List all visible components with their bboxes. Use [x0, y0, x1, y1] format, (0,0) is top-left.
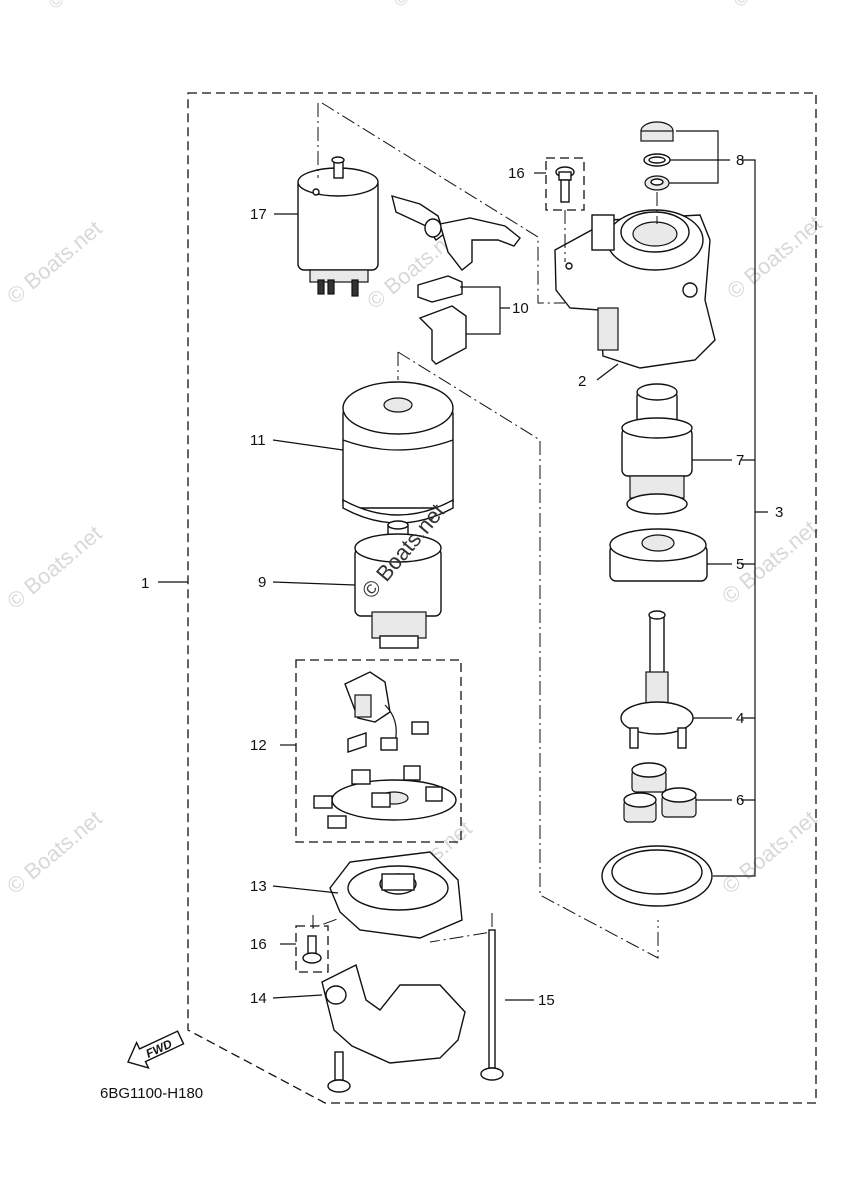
callout-6: 6: [736, 792, 744, 809]
watermark: © Boats.net: [390, 0, 475, 11]
bracket-8: [668, 130, 730, 184]
callout-3: 3: [775, 504, 783, 521]
callout-17: 17: [250, 206, 267, 223]
fwd-label: FWD: [144, 1036, 175, 1060]
yoke: [342, 381, 454, 524]
planetary-shaft: [620, 610, 694, 749]
bolt-16b: [302, 935, 322, 964]
callout-2: 2: [578, 373, 586, 390]
callout-11: 11: [250, 432, 266, 449]
cap-8-set: [640, 121, 674, 191]
pinion: [621, 383, 693, 515]
fwd-arrow-icon: FWD: [127, 1030, 185, 1070]
watermark: © Boats.net: [722, 211, 826, 304]
through-bolt: [480, 929, 504, 1081]
brush-box-12: [295, 659, 462, 843]
callout-7: 7: [736, 452, 744, 469]
callout-10: 10: [512, 300, 529, 317]
watermark: © Boats.net: [45, 0, 130, 13]
watermark: © Boats.net: [2, 521, 106, 614]
armature: [354, 520, 442, 649]
callout-16-bottom: 16: [250, 936, 267, 953]
bolt-box-16a: [545, 157, 585, 211]
rear-cover: [329, 851, 463, 939]
packing-pieces: [417, 275, 467, 365]
watermark: © Boats.net: [717, 806, 821, 899]
callout-5: 5: [736, 556, 744, 573]
callout-14: 14: [250, 990, 267, 1007]
internal-gear: [609, 528, 708, 582]
assembly-frame: [187, 92, 817, 1104]
callout-8: 8: [736, 152, 744, 169]
axis-line: [397, 351, 659, 959]
bracket-10: [460, 286, 510, 335]
bolt-14: [327, 1051, 351, 1093]
callout-12: 12: [250, 737, 267, 754]
callout-13: 13: [250, 878, 267, 895]
callout-1: 1: [141, 575, 149, 592]
callout-9: 9: [258, 574, 266, 591]
watermark: © Boats.net: [2, 806, 106, 899]
callout-16-top: 16: [508, 165, 525, 182]
callout-4: 4: [736, 710, 744, 727]
shift-lever: [391, 194, 521, 271]
planet-gears: [623, 762, 697, 823]
leader-lines: [158, 213, 732, 1001]
bracket-3: [713, 159, 768, 877]
callout-15: 15: [538, 992, 555, 1009]
watermark: © Boats.net: [717, 516, 821, 609]
watermark: © Boats.net: [2, 216, 106, 309]
bolt-16a: [555, 166, 575, 203]
axis-line: [317, 102, 565, 304]
bolt-box-16b: [295, 925, 329, 973]
brush-holder: [313, 671, 457, 829]
solenoid: [297, 156, 379, 297]
rear-bracket: [321, 963, 466, 1064]
retainer-ring: [601, 845, 713, 907]
diagram-code: 6BG1100-H180: [100, 1085, 203, 1102]
front-housing: [554, 209, 716, 369]
watermark: © Boats.net: [730, 0, 815, 11]
